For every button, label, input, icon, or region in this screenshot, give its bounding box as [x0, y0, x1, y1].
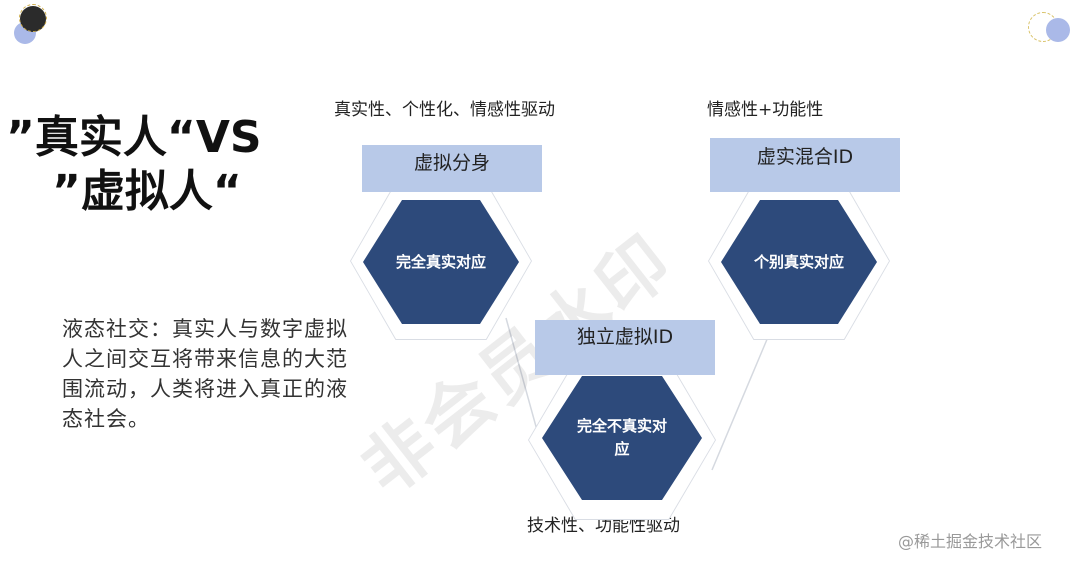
label-virtual-avatar: 虚拟分身	[362, 145, 542, 192]
slide-title-line-1: ”真实人“VS	[6, 112, 262, 163]
hex-text: 完全不真实对应	[576, 417, 667, 458]
label-text: 虚实混合ID	[756, 145, 854, 168]
hex-not-real: 完全不真实对应	[542, 376, 702, 500]
hex-text: 个别真实对应	[753, 252, 844, 271]
label-mixed-id: 虚实混合ID	[710, 138, 900, 192]
footer-credit: @稀土掘金技术社区	[898, 532, 1043, 551]
decor-ring	[19, 4, 47, 32]
label-text: 虚拟分身	[413, 152, 490, 174]
body-paragraph: 液态社交：真实人与数字虚拟人之间交互将带来信息的大范围流动，人类将进入真正的液态…	[62, 317, 348, 431]
decor-circle-blue-right	[1046, 18, 1070, 42]
connector-right	[711, 317, 777, 471]
hex-text: 完全真实对应	[395, 252, 486, 271]
label-independent-id: 独立虚拟ID	[535, 320, 715, 375]
slide-title-line-2: ”虚拟人“	[52, 166, 242, 217]
caption-mixed-id: 情感性+功能性	[707, 100, 824, 120]
caption-independent-id: 技术性、功能性驱动	[527, 516, 680, 536]
caption-virtual-avatar: 真实性、个性化、情感性驱动	[334, 100, 555, 120]
label-text: 独立虚拟ID	[576, 326, 674, 348]
